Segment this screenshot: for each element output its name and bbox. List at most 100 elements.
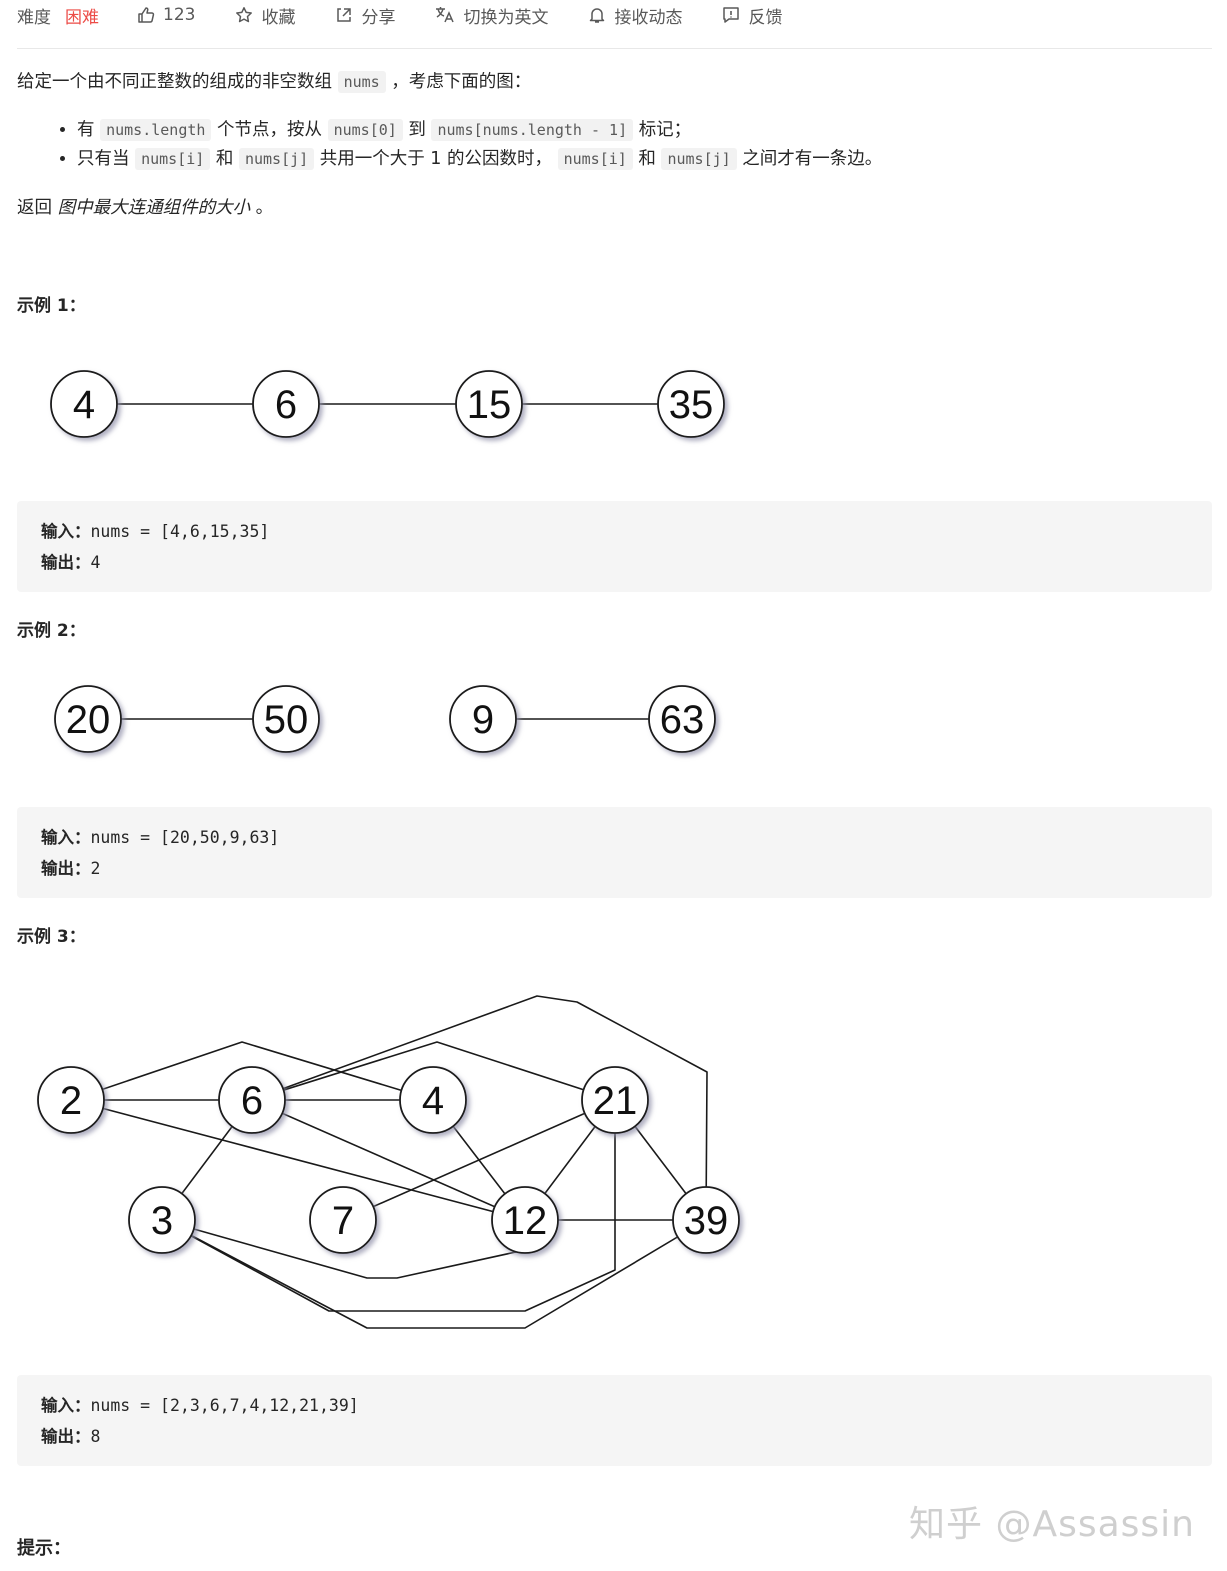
graph-edge-3-39	[161, 1219, 707, 1329]
output-value: 8	[90, 1427, 101, 1446]
graph-node-4: 4	[399, 1066, 467, 1134]
graph-node-4: 4	[50, 370, 118, 438]
graph-edge-2-4	[70, 1041, 434, 1101]
inline-code: nums.length	[100, 119, 212, 141]
example-1-title: 示例 1：	[17, 296, 86, 316]
inline-code: nums[0]	[327, 119, 403, 141]
graph-node-circle	[252, 685, 320, 753]
graph-edge-6-39	[251, 995, 708, 1221]
difficulty-value: 困难	[65, 7, 99, 28]
graph-node-2: 2	[37, 1066, 105, 1134]
favorite-button[interactable]: 收藏	[235, 0, 295, 30]
input-label: 输入：	[41, 1396, 91, 1415]
graph-node-circle	[37, 1066, 105, 1134]
return-emphasis: 图中最大连通组件的大小	[57, 198, 251, 218]
example-3-title: 示例 3：	[17, 927, 86, 947]
feedback-icon	[723, 7, 740, 23]
feedback-button[interactable]: 反馈	[722, 0, 782, 30]
graph-node-15: 15	[455, 370, 523, 438]
graph-node-label: 20	[66, 698, 111, 742]
list-item: 只有当 nums[i] 和 nums[j] 共用一个大于 1 的公因数时， nu…	[77, 145, 882, 174]
graph-node-label: 6	[241, 1079, 263, 1123]
graph-node-circle	[455, 370, 523, 438]
list-text: 有	[77, 120, 95, 140]
graph-node-circle	[449, 685, 517, 753]
graph-node-label: 12	[503, 1199, 548, 1243]
watermark: 知乎 @Assassin	[909, 1504, 1195, 1545]
intro-text: 给定一个由不同正整数的组成的非空数组	[17, 72, 332, 92]
graph-node-label: 39	[684, 1199, 729, 1243]
graph-node-circle	[218, 1066, 286, 1134]
graph-node-3: 3	[128, 1186, 196, 1254]
inline-code: nums	[337, 71, 386, 93]
graph-edge-21-7	[342, 1099, 616, 1221]
graph-node-circle	[309, 1186, 377, 1254]
list-text: 个节点，按从	[217, 120, 322, 140]
list-text: 标记；	[638, 120, 692, 140]
graph-node-7: 7	[309, 1186, 377, 1254]
list-text: 共用一个大于 1 的公因数时，	[319, 149, 553, 169]
list-item: 有 nums.length 个节点，按从 nums[0] 到 nums[nums…	[77, 116, 882, 145]
graph-node-circle	[657, 370, 725, 438]
graph-node-circle	[672, 1186, 740, 1254]
difficulty-label: 难度	[17, 7, 51, 28]
subscribe-label: 接收动态	[614, 7, 683, 28]
inline-code: nums[nums.length - 1]	[431, 119, 634, 141]
feedback-label: 反馈	[748, 7, 783, 28]
inline-code: nums[j]	[238, 148, 315, 170]
graph-nodes: 2 6 4 21 3 7 12 39	[37, 1066, 740, 1254]
graph-edge-21-3	[161, 1100, 616, 1312]
graph-node-35: 35	[657, 370, 725, 438]
return-text: 返回	[17, 198, 52, 218]
input-value: nums = [20,50,9,63]	[90, 828, 280, 847]
graph-node-6: 6	[218, 1066, 286, 1134]
graph-node-circle	[54, 685, 122, 753]
graph-node-label: 63	[660, 698, 705, 742]
graph-node-label: 7	[332, 1199, 354, 1243]
bell-icon	[590, 8, 605, 23]
example-2-code-block: 输入：nums = [20,50,9,63] 输出：2	[17, 807, 1212, 898]
graph-node-label: 2	[60, 1079, 82, 1123]
switch-language-button[interactable]: 切换为英文	[435, 0, 548, 30]
graph-edge-6-12	[251, 1099, 526, 1221]
list-text: 之间才有一条边。	[742, 149, 883, 169]
graph-node-label: 4	[422, 1079, 444, 1123]
share-button[interactable]: 分享	[335, 0, 395, 30]
graph-node-63: 63	[648, 685, 716, 753]
graph-node-9: 9	[449, 685, 517, 753]
list-text: 只有当	[77, 149, 130, 169]
like-count: 123	[163, 5, 196, 25]
graph-node-label: 4	[73, 383, 95, 427]
inline-code: nums[i]	[135, 148, 211, 170]
graph-node-label: 15	[467, 383, 512, 427]
graph-edge-2-12	[70, 1099, 526, 1221]
graph-node-circle	[581, 1066, 649, 1134]
output-label: 输出：	[41, 1427, 91, 1446]
graph-edges	[70, 995, 708, 1329]
graph-node-circle	[128, 1186, 196, 1254]
graph-node-12: 12	[491, 1186, 559, 1254]
graph-node-label: 50	[264, 698, 309, 742]
graph-node-20: 20	[54, 685, 122, 753]
difficulty: 难度 困难	[17, 0, 99, 30]
like-button[interactable]: 123	[137, 0, 195, 30]
graph-node-circle	[399, 1066, 467, 1134]
star-icon	[236, 7, 253, 23]
subscribe-button[interactable]: 接收动态	[588, 0, 682, 30]
output-value: 2	[90, 859, 101, 878]
example-2-title: 示例 2：	[17, 621, 86, 641]
graph-edge-6-21	[251, 1041, 616, 1101]
tips-title: 提示：	[17, 1538, 71, 1559]
input-label: 输入：	[41, 522, 91, 541]
graph-node-circle	[252, 370, 320, 438]
graph-node-circle	[648, 685, 716, 753]
graph-node-50: 50	[252, 685, 320, 753]
graph-node-label: 35	[669, 383, 714, 427]
graph-node-label: 3	[151, 1199, 173, 1243]
output-label: 输出：	[41, 553, 91, 572]
problem-intro: 给定一个由不同正整数的组成的非空数组 nums ，考虑下面的图：	[17, 68, 531, 96]
return-statement: 返回 图中最大连通组件的大小 。	[17, 194, 273, 222]
graph-node-label: 21	[593, 1079, 638, 1123]
